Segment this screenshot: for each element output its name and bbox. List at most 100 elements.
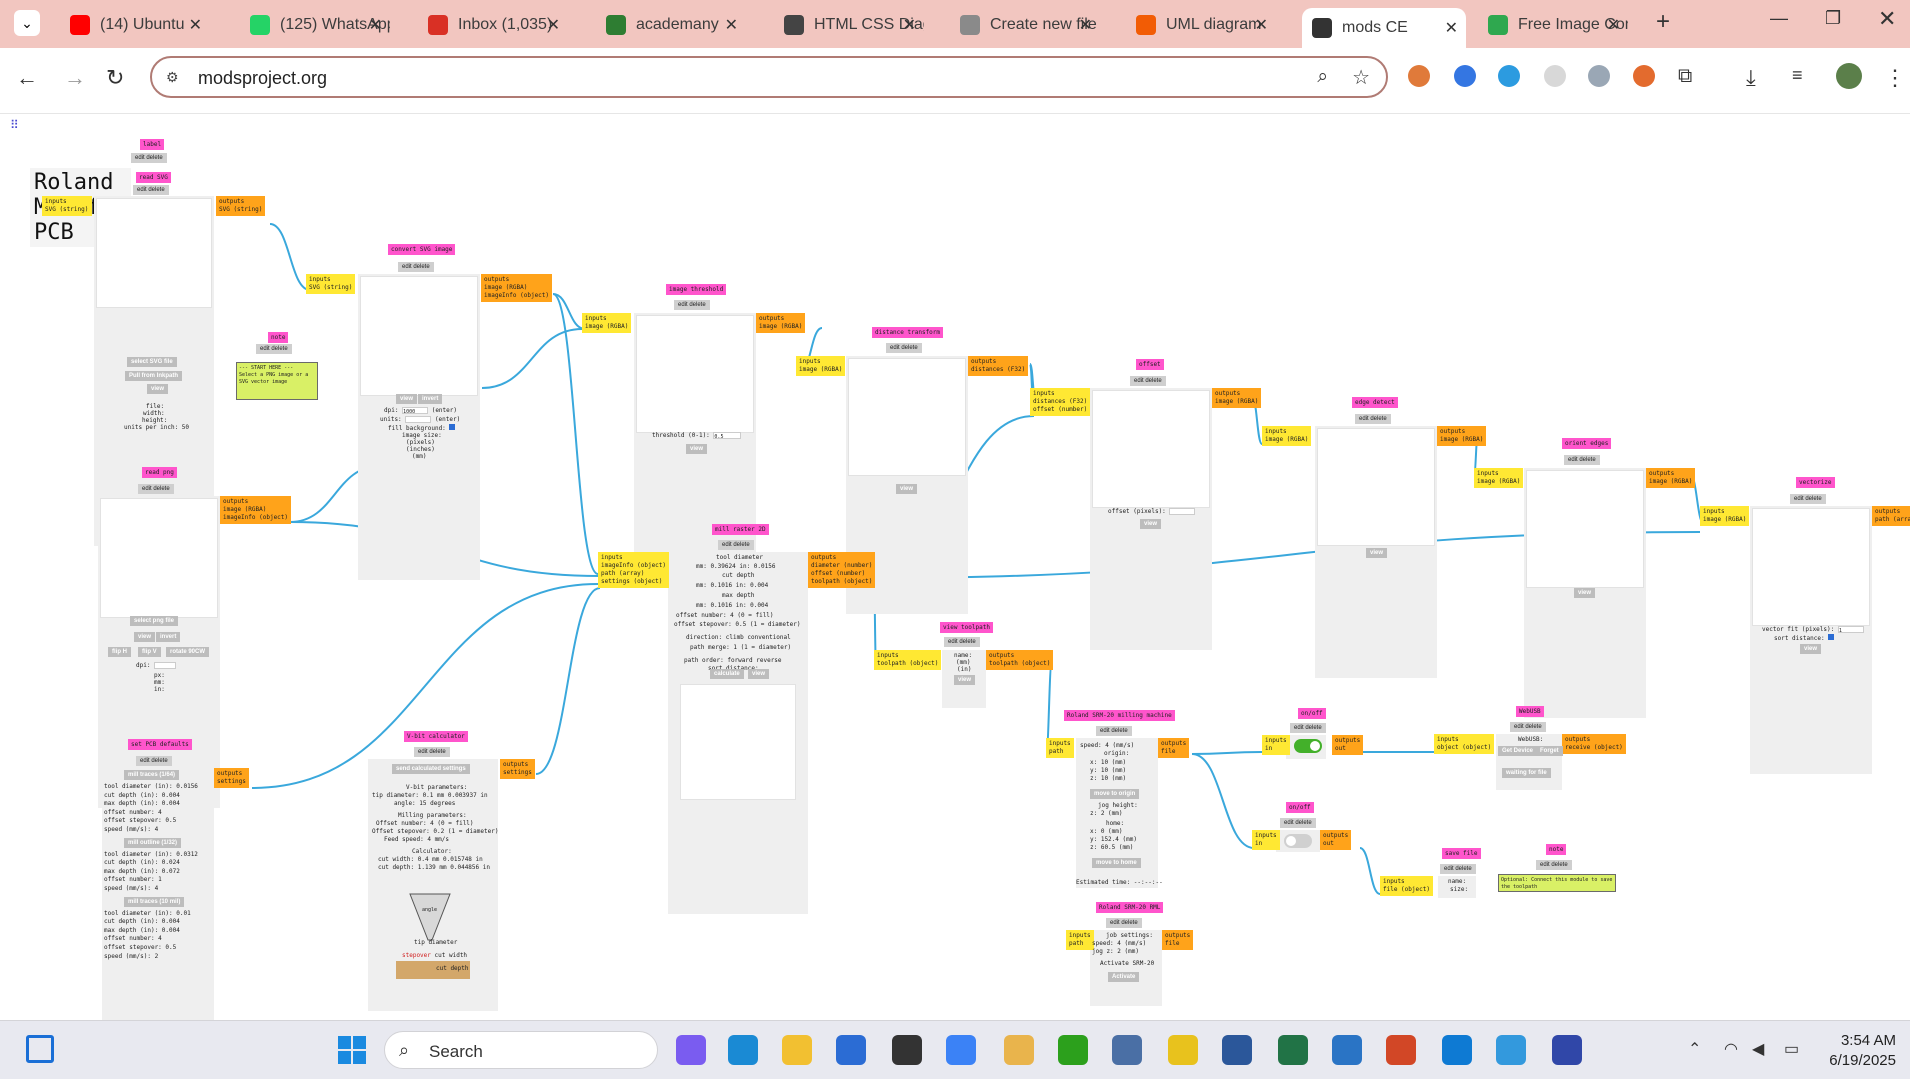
module-title[interactable]: Roland SRM-20 milling machine	[1064, 710, 1175, 721]
sort-distance-checkbox[interactable]	[1828, 634, 1835, 640]
view-button[interactable]: view	[396, 394, 418, 404]
view-button[interactable]: view	[1800, 644, 1822, 654]
send-calculated-settings-button[interactable]: send calculated settings	[392, 764, 470, 774]
output-image-rgba[interactable]: image (RGBA)	[223, 506, 267, 513]
view-button[interactable]: view	[1574, 588, 1596, 598]
media-control-icon[interactable]: ≡	[1792, 65, 1803, 85]
mods-canvas[interactable]: ⠿ label edit delete Roland Monofab PCB r…	[0, 114, 1910, 1020]
browser-tab[interactable]: HTML CSS Diagram✕	[774, 9, 924, 41]
module-title[interactable]: WebUSB	[1516, 706, 1544, 717]
browser-tab[interactable]: (125) WhatsApp✕	[240, 9, 390, 41]
input-path-array[interactable]: path (array)	[601, 570, 645, 577]
module-title[interactable]: mill raster 2D	[712, 524, 769, 535]
module-title[interactable]: note	[1546, 844, 1567, 855]
widgets-icon[interactable]	[26, 1035, 54, 1063]
pcb-setting-row[interactable]: cut depth (in): 0.024	[104, 859, 180, 867]
module-title[interactable]: image threshold	[666, 284, 727, 295]
calculate-button[interactable]: calculate	[710, 669, 744, 679]
tab-close-icon[interactable]: ✕	[1444, 20, 1458, 37]
browser-tab[interactable]: UML diagram✕	[1126, 9, 1276, 41]
threshold-input[interactable]: 0.5	[713, 432, 742, 440]
close-window-button[interactable]: ✕	[1878, 6, 1897, 31]
edge-icon[interactable]	[728, 1035, 758, 1065]
extension-grid-icon[interactable]	[1544, 65, 1566, 87]
on-off-toggle[interactable]	[1284, 834, 1312, 848]
browser-menu-icon[interactable]: ⋮	[1884, 65, 1906, 90]
edit-delete-buttons[interactable]: edit delete	[886, 343, 922, 353]
input-image-rgba[interactable]: image (RGBA)	[799, 366, 843, 373]
battery-icon[interactable]: ▭	[1784, 1041, 1800, 1058]
module-title[interactable]: on/off	[1286, 802, 1314, 813]
module-title[interactable]: note	[268, 332, 289, 343]
module-title[interactable]: orient edges	[1562, 438, 1612, 449]
tab-close-icon[interactable]: ✕	[368, 17, 382, 34]
module-title[interactable]: set PCB defaults	[128, 739, 192, 750]
extension-pen-icon[interactable]	[1408, 65, 1430, 87]
module-title[interactable]: edge detect	[1352, 397, 1398, 408]
edit-delete-buttons[interactable]: edit delete	[138, 484, 174, 494]
srm20-setting-line[interactable]: x: 10 (mm)	[1090, 759, 1127, 766]
forget-button[interactable]: Forget	[1536, 746, 1563, 756]
srm20-jog-line[interactable]: y: 152.4 (mm)	[1090, 836, 1137, 843]
edit-delete-buttons[interactable]: edit delete	[1536, 860, 1572, 870]
input-in[interactable]: in	[1265, 745, 1273, 752]
input-settings[interactable]: settings (object)	[601, 578, 663, 585]
tab-close-icon[interactable]: ✕	[724, 17, 738, 34]
activate-button[interactable]: Activate	[1108, 972, 1140, 982]
input-svg-string[interactable]: SVG (string)	[45, 206, 89, 213]
edit-delete-buttons[interactable]: edit delete	[1130, 376, 1166, 386]
tab-close-icon[interactable]: ✕	[188, 17, 202, 34]
srm20-jog-line[interactable]: z: 60.5 (mm)	[1090, 844, 1134, 851]
edit-delete-buttons[interactable]: edit delete	[1790, 494, 1826, 504]
vscode-icon[interactable]	[1442, 1035, 1472, 1065]
output-out[interactable]: out	[1323, 840, 1334, 847]
module-title[interactable]: save file	[1442, 848, 1481, 859]
url-bar[interactable]: ⚙ modsproject.org ⌕ ☆	[150, 56, 1388, 98]
vector-fit-input[interactable]: 1	[1837, 626, 1864, 634]
edit-delete-buttons[interactable]: edit delete	[1096, 726, 1132, 736]
notepad-icon[interactable]	[1332, 1035, 1362, 1065]
edit-delete-buttons[interactable]: edit delete	[944, 637, 980, 647]
input-svg-string[interactable]: SVG (string)	[309, 284, 353, 291]
paint-icon[interactable]	[1496, 1035, 1526, 1065]
taskbar-search-box[interactable]: ⌕ Search	[384, 1031, 658, 1069]
output-offset[interactable]: offset (number)	[811, 570, 866, 577]
on-off-toggle[interactable]	[1294, 739, 1322, 753]
edit-delete-buttons[interactable]: edit delete	[133, 185, 169, 195]
pull-from-inkpath-button[interactable]: Pull from Inkpath	[125, 371, 183, 381]
module-title[interactable]: read SVG	[136, 172, 171, 183]
pcb-setting-row[interactable]: max depth (in): 0.072	[104, 867, 180, 875]
output-distances[interactable]: distances (F32)	[971, 366, 1026, 373]
pcb-setting-row[interactable]: tool diameter (in): 0.0156	[104, 783, 198, 790]
get-device-button[interactable]: Get Device	[1498, 746, 1538, 756]
edit-delete-buttons[interactable]: edit delete	[398, 262, 434, 272]
units-input[interactable]	[405, 416, 432, 423]
output-settings[interactable]: settings	[503, 769, 532, 776]
module-title[interactable]: V-bit calculator	[404, 731, 468, 742]
dpi-input[interactable]	[154, 662, 177, 669]
edit-delete-buttons[interactable]: edit delete	[131, 153, 167, 163]
profile-avatar[interactable]	[1836, 63, 1862, 89]
tab-close-icon[interactable]: ✕	[546, 17, 560, 34]
edit-delete-buttons[interactable]: edit delete	[1510, 722, 1546, 732]
extension-sync-icon[interactable]	[1498, 65, 1520, 87]
edit-delete-buttons[interactable]: edit delete	[1564, 455, 1600, 465]
extension-record-icon[interactable]	[1633, 65, 1655, 87]
srm20-jog-line[interactable]: x: 0 (mm)	[1090, 828, 1123, 835]
edit-delete-buttons[interactable]: edit delete	[1290, 723, 1326, 733]
pcb-setting-row[interactable]: tool diameter (in): 0.01	[104, 909, 191, 917]
output-toolpath[interactable]: toolpath (object)	[811, 578, 873, 585]
dell-icon[interactable]	[892, 1035, 922, 1065]
input-image-rgba[interactable]: image (RGBA)	[1265, 436, 1309, 443]
move-to-origin-button[interactable]: move to origin	[1090, 789, 1140, 799]
dpi-input[interactable]: 1000	[402, 407, 429, 415]
fill-background-checkbox[interactable]	[449, 424, 456, 430]
input-toolpath[interactable]: toolpath (object)	[877, 660, 939, 667]
module-title[interactable]: convert SVG image	[388, 244, 456, 255]
module-title[interactable]: vectorize	[1796, 477, 1835, 488]
edit-delete-buttons[interactable]: edit delete	[1106, 918, 1142, 928]
module-title[interactable]: distance transform	[872, 327, 944, 338]
browser-tab[interactable]: (14) Ubuntu✕	[60, 9, 210, 41]
output-image-rgba[interactable]: image (RGBA)	[759, 323, 803, 330]
pcb-setting-row[interactable]: offset number: 1	[104, 876, 162, 884]
